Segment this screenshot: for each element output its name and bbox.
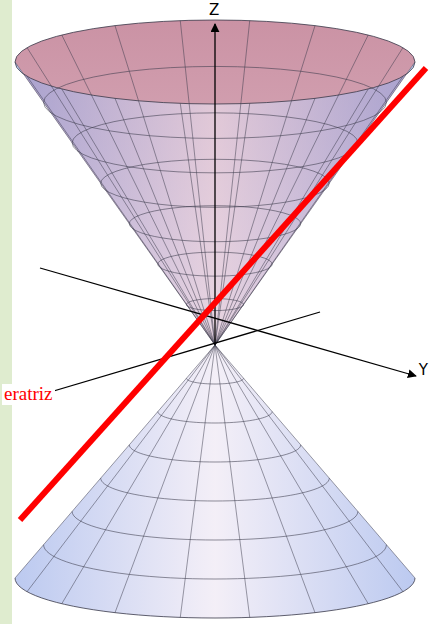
- picture-ground: [12, 0, 431, 624]
- grid-line: [129, 445, 300, 462]
- line-label: eratriz: [2, 384, 55, 405]
- axis-label: Z: [209, 2, 219, 19]
- grid-line: [215, 76, 403, 345]
- grid-line: [180, 345, 215, 617]
- grid-line: [44, 545, 387, 579]
- grid-line: [15, 62, 215, 345]
- cone-inner-surface: [15, 20, 415, 345]
- grid-line: [115, 345, 215, 613]
- grid-line: [215, 345, 415, 578]
- grid-line: [115, 26, 215, 345]
- grid-line: [215, 98, 315, 345]
- grid-line: [215, 62, 415, 345]
- grid-line: [215, 26, 315, 345]
- grid-line: [215, 345, 403, 592]
- grid-line: [15, 578, 415, 618]
- grid-line: [180, 21, 215, 345]
- cone-surface: [15, 20, 415, 618]
- grid-line: [62, 35, 215, 345]
- axes: [20, 24, 426, 520]
- grid-line: [215, 103, 250, 345]
- generatrix-line: [20, 68, 426, 520]
- grid-line: [27, 48, 215, 345]
- axis-line: [214, 24, 215, 345]
- cone-front-surface: [15, 345, 415, 618]
- grid-line: [215, 345, 315, 613]
- grid-line: [215, 345, 250, 617]
- grid-line: [115, 98, 215, 345]
- grid-line: [72, 511, 358, 540]
- axis-line: [30, 312, 320, 398]
- axis-label: Y: [419, 362, 428, 379]
- grid-line: [15, 345, 215, 578]
- grid-line: [101, 478, 330, 501]
- grid-line: [215, 35, 368, 345]
- grid-line: [158, 412, 272, 423]
- grid-line: [215, 345, 368, 604]
- grid-line: [27, 345, 215, 592]
